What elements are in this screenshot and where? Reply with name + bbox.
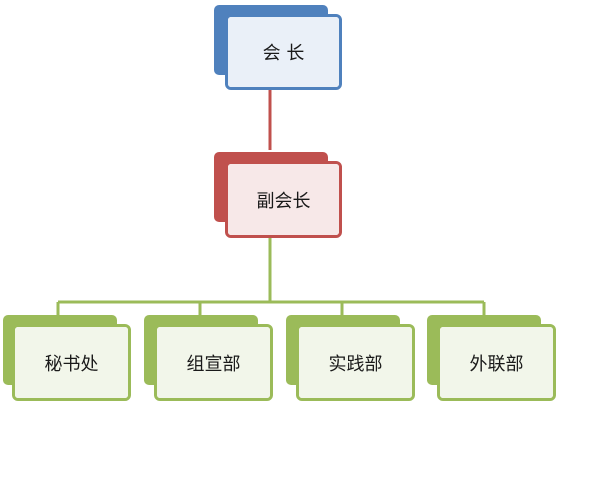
node-dept-external-box: 外联部 (437, 324, 556, 401)
node-dept-organization: 组宣部 (144, 315, 274, 401)
node-dept-organization-box: 组宣部 (154, 324, 273, 401)
node-dept-practice: 实践部 (286, 315, 416, 401)
node-vice-president: 副会长 (214, 152, 344, 238)
node-president: 会 长 (214, 5, 344, 90)
node-dept-secretariat-box: 秘书处 (12, 324, 131, 401)
node-president-box: 会 长 (225, 14, 342, 90)
node-vice-president-label: 副会长 (228, 164, 339, 235)
node-dept-external: 外联部 (427, 315, 557, 401)
node-dept-practice-label: 实践部 (299, 327, 412, 398)
node-dept-external-label: 外联部 (440, 327, 553, 398)
node-dept-organization-label: 组宣部 (157, 327, 270, 398)
node-dept-practice-box: 实践部 (296, 324, 415, 401)
node-president-label: 会 长 (228, 17, 339, 87)
node-dept-secretariat-label: 秘书处 (15, 327, 128, 398)
node-vice-president-box: 副会长 (225, 161, 342, 238)
node-dept-secretariat: 秘书处 (3, 315, 132, 401)
